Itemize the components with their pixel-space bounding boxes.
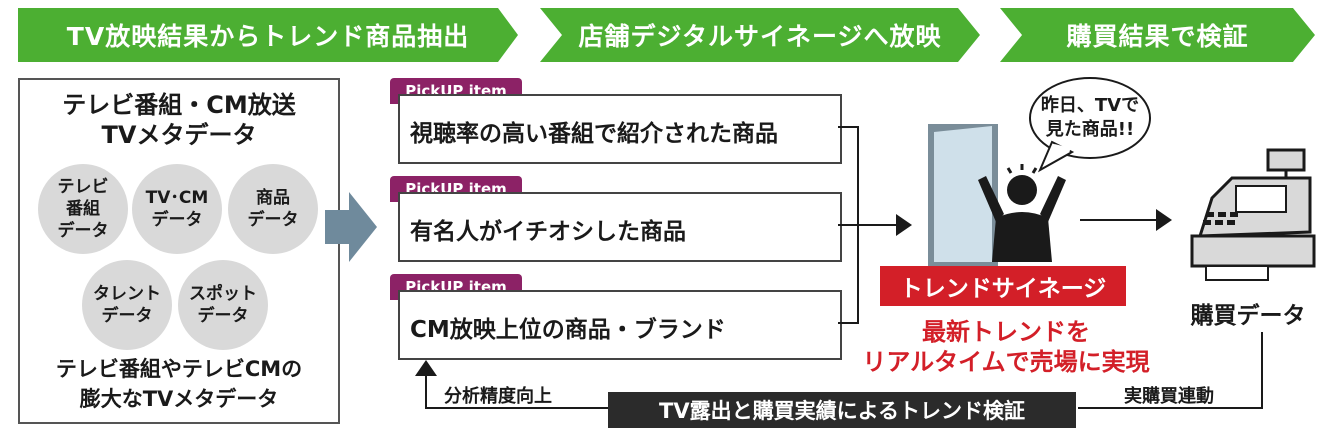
pickup-item-text: CM放映上位の商品・ブランド: [410, 317, 726, 343]
circle-talent-data: タレント データ: [82, 260, 172, 350]
step-signage-broadcast: 店舗デジタルサイネージへ放映: [540, 8, 980, 62]
step-verify-purchase: 購買結果で検証: [1000, 8, 1315, 62]
metadata-title-line1: テレビ番組・CM放送: [62, 91, 296, 119]
step-extract-trend: TV放映結果からトレンド商品抽出: [18, 8, 518, 62]
step-label: 購買結果で検証: [1066, 22, 1249, 51]
speech-bubble-text: 昨日、TVで 見た商品!!: [1040, 95, 1140, 140]
actual-purchase-link-label: 実購買連動: [1124, 386, 1214, 407]
cash-register-icon: [1190, 148, 1316, 281]
pickup-item-card: 有名人がイチオシした商品: [398, 192, 842, 262]
circle-spot-data: スポット データ: [178, 260, 268, 350]
pickup-item-card: CM放映上位の商品・ブランド: [398, 290, 842, 360]
excited-person-icon: [978, 164, 1066, 262]
metadata-summary-line1: テレビ番組やテレビCMの: [55, 357, 303, 381]
pickup-item-card: 視聴率の高い番組で紹介された商品: [398, 94, 842, 164]
verification-bar: TV露出と購買実績によるトレンド検証: [608, 392, 1076, 428]
purchase-data-label: 購買データ: [1190, 303, 1306, 329]
speech-bubble-icon: [1029, 77, 1151, 173]
accuracy-improvement-label: 分析精度向上: [444, 386, 552, 407]
signage-caption-line2: リアルタイムで売場に実現: [862, 348, 1150, 376]
pickup-item-text: 視聴率の高い番組で紹介された商品: [410, 121, 778, 147]
circle-program-data: テレビ 番組 データ: [38, 164, 128, 254]
signage-caption-line1: 最新トレンドを: [922, 318, 1090, 346]
step-label: TV放映結果からトレンド商品抽出: [66, 22, 470, 51]
signage-panel-icon: [928, 124, 998, 268]
trend-signage-label: トレンドサイネージ: [880, 266, 1126, 306]
metadata-summary-line2: 膨大なTVメタデータ: [79, 387, 279, 411]
circle-tv-cm-data: TV･CM データ: [132, 164, 222, 254]
pickup-item-text: 有名人がイチオシした商品: [410, 219, 686, 245]
flow-arrow-icon: [325, 192, 377, 262]
tv-metadata-box: テレビ番組・CM放送 TVメタデータ テレビ 番組 データ TV･CM データ …: [18, 78, 340, 424]
verification-bar-text: TV露出と購買実績によるトレンド検証: [659, 399, 1025, 423]
circle-product-data: 商品 データ: [228, 164, 318, 254]
metadata-title-line2: TVメタデータ: [101, 121, 257, 149]
step-label: 店舗デジタルサイネージへ放映: [578, 22, 942, 51]
